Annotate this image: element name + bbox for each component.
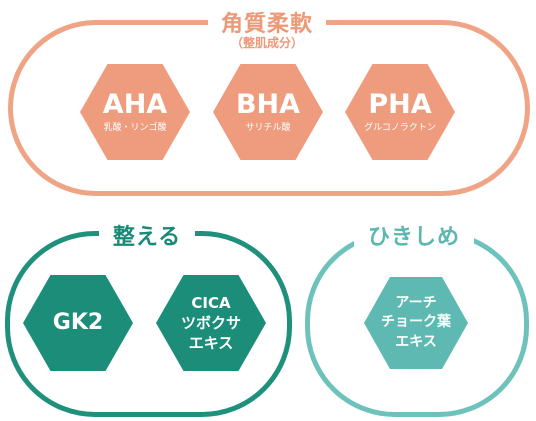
gk2-label: GK2	[52, 310, 104, 335]
arch-line3: エキス	[395, 333, 437, 350]
cica-line2: ツボクサ	[180, 313, 241, 332]
exfoliation-title: 角質柔軟	[208, 6, 326, 38]
aha-label: AHA	[102, 89, 168, 120]
arch-line1: アーチ	[395, 294, 437, 311]
cica-line1: CICA	[191, 293, 231, 312]
pha-sublabel: グルコノラクトン	[364, 123, 436, 133]
bha-label: BHA	[235, 89, 301, 120]
exfoliation-subtitle: （整肌成分）	[230, 36, 303, 50]
aha-sublabel: 乳酸・リンゴ酸	[103, 123, 167, 133]
pha-label: PHA	[368, 89, 432, 120]
firming-title: ひきしめ	[354, 219, 474, 251]
pha-badge: PHA グルコノラクトン	[345, 64, 455, 160]
arch-badge: アーチ チョーク葉 エキス	[364, 277, 468, 369]
bha-sublabel: サリチル酸	[245, 123, 291, 133]
cica-line3: エキス	[188, 334, 234, 353]
conditioning-title: 整える	[99, 219, 195, 251]
arch-line2: チョーク葉	[381, 314, 451, 331]
